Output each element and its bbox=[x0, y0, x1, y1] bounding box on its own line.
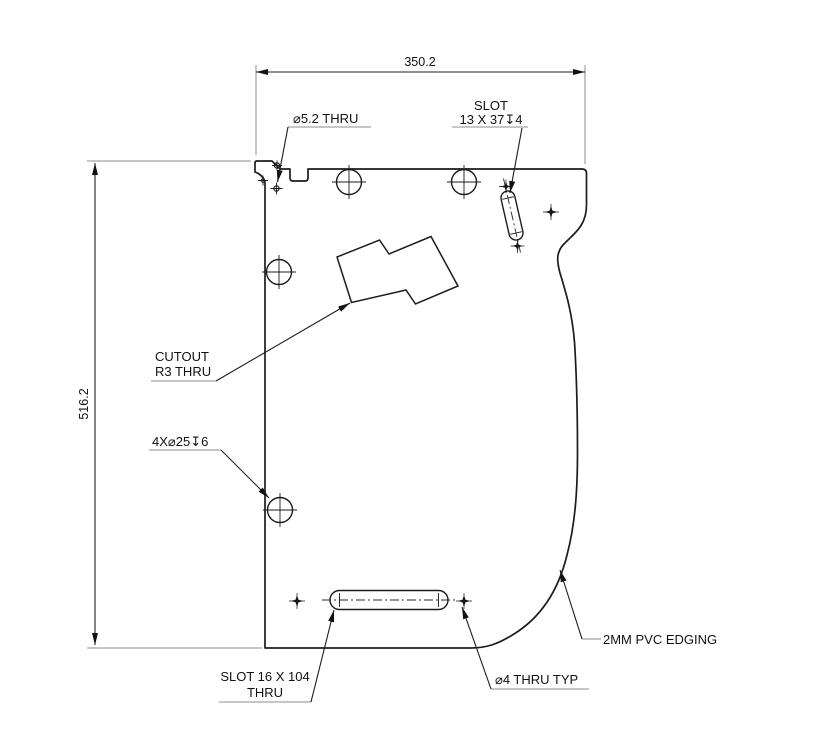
callout-slot-bottom-line1: SLOT 16 X 104 bbox=[220, 669, 309, 684]
slot-top bbox=[500, 178, 524, 253]
extension-lines bbox=[87, 65, 586, 649]
leader-slot-bottom bbox=[310, 609, 335, 703]
leader-cutout bbox=[215, 302, 351, 382]
callout-cutout-line1: CUTOUT bbox=[155, 349, 209, 364]
callout-landing-lines bbox=[149, 126, 601, 703]
leader-hole52 bbox=[276, 126, 289, 183]
callout-holes25: 4X⌀25↧6 bbox=[152, 434, 208, 449]
callout-slot-bottom-line2: THRU bbox=[247, 685, 283, 700]
callout-hole4: ⌀4 THRU TYP bbox=[495, 672, 578, 687]
part-outline bbox=[254, 160, 588, 649]
callout-cutout-line2: R3 THRU bbox=[155, 364, 211, 379]
slot-bottom bbox=[322, 589, 456, 611]
leader-edging bbox=[559, 569, 583, 640]
hole-25-top-right bbox=[447, 165, 481, 199]
point-marker-upper-right bbox=[543, 204, 559, 220]
point-marker-hole4-left bbox=[289, 593, 305, 609]
leader-holes25 bbox=[220, 449, 270, 499]
dimension-width-label: 350.2 bbox=[404, 55, 435, 69]
cutout-shape bbox=[336, 235, 460, 305]
callout-hole52: ⌀5.2 THRU bbox=[293, 111, 358, 126]
callout-slot-top-line1: SLOT bbox=[474, 98, 508, 113]
hole-25-mid-left bbox=[262, 255, 296, 289]
callout-edging: 2MM PVC EDGING bbox=[603, 632, 717, 647]
dimension-height-label: 516.2 bbox=[77, 388, 91, 419]
hole-25-lower-left bbox=[263, 493, 297, 527]
point-marker-hole4-right bbox=[456, 593, 472, 609]
point-marker-slot-top-end2 bbox=[510, 239, 525, 253]
hole-52-small bbox=[270, 182, 283, 195]
hole-25-top-left bbox=[332, 165, 366, 199]
leader-hole4 bbox=[461, 606, 492, 690]
callout-slot-top-line2: 13 X 37↧4 bbox=[460, 112, 523, 127]
leader-slot-top bbox=[509, 127, 523, 194]
hole-4-corner bbox=[258, 175, 268, 186]
